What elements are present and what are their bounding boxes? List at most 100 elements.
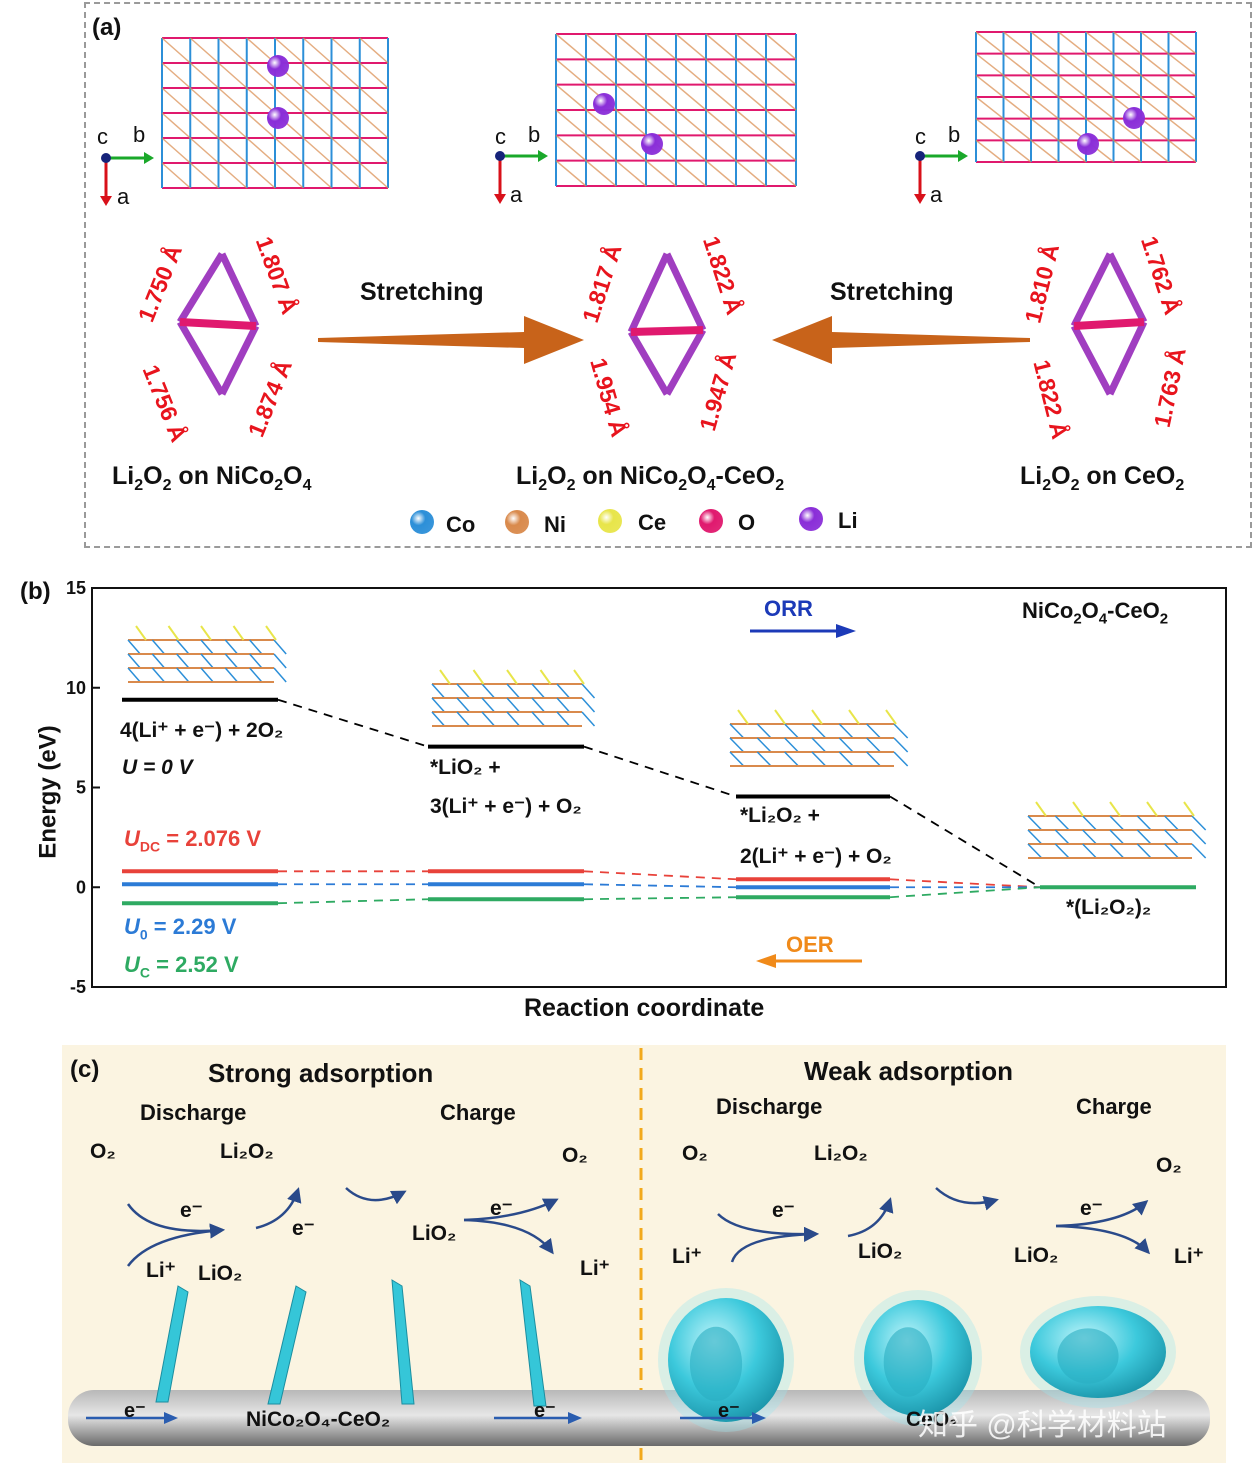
caption-ceo2: Li2O2 on CeO2 — [1020, 462, 1185, 494]
atom-li — [1095, 735, 1109, 749]
reaction-curve-8 — [730, 1226, 819, 1263]
panel-b-label: (b) — [20, 578, 51, 605]
li-o-bond — [663, 252, 707, 332]
atom-o — [411, 1175, 433, 1197]
li-o-bond — [1070, 324, 1114, 396]
li-o-bond — [1106, 320, 1148, 396]
bond — [555, 58, 587, 86]
legend-li: Li — [838, 508, 858, 533]
bond — [866, 737, 881, 753]
bond — [1085, 74, 1114, 98]
lio2-label-2: LiO₂ — [198, 1262, 243, 1285]
bond — [756, 723, 772, 739]
reaction-curve-7 — [717, 1213, 819, 1242]
molecule — [553, 1255, 571, 1273]
bond — [224, 653, 239, 669]
bond — [1183, 801, 1195, 817]
atom-ce — [1028, 792, 1044, 808]
bond — [531, 697, 546, 713]
y-tick-label: 0 — [76, 877, 86, 897]
bond — [127, 667, 141, 683]
bond — [675, 58, 707, 86]
atom-li — [1151, 1249, 1169, 1267]
atom-o — [488, 656, 496, 664]
bond — [1168, 53, 1197, 76]
bond — [481, 683, 496, 699]
li-plus-label-3: Li⁺ — [672, 1245, 702, 1268]
reaction-curve-3 — [255, 1187, 302, 1230]
li2o2-label-1: Li₂O₂ — [220, 1140, 274, 1163]
bond — [765, 134, 797, 162]
atom-li — [1033, 1211, 1051, 1229]
atom-o — [1143, 1175, 1165, 1197]
bond — [1085, 53, 1114, 76]
atom-o — [1088, 730, 1096, 738]
atom-o — [1192, 786, 1200, 794]
bond — [359, 87, 389, 114]
energy-connector-0-1 — [583, 745, 737, 798]
atom-ce — [1139, 792, 1155, 808]
bond — [481, 711, 496, 727]
atom-li — [1110, 724, 1122, 736]
rod-electron-arrowhead-0 — [164, 1412, 178, 1424]
bond — [506, 697, 521, 713]
bond — [224, 639, 239, 655]
discharge-label-right: Discharge — [716, 1094, 823, 1119]
energy-connector-3-0 — [277, 898, 429, 905]
bond — [302, 137, 332, 164]
bond — [161, 37, 191, 64]
bond — [705, 109, 737, 136]
atom-o — [144, 610, 152, 618]
watermark: 知乎 @科学材料站 — [918, 1409, 1167, 1442]
bond — [838, 751, 854, 767]
bond — [756, 751, 772, 767]
o2-label-2: O₂ — [562, 1144, 588, 1167]
energy-connector-2-1 — [583, 883, 737, 889]
bond — [585, 109, 617, 136]
bond — [615, 134, 647, 162]
bond — [1136, 815, 1152, 831]
bond — [735, 109, 767, 136]
bond — [189, 62, 219, 89]
bond — [531, 711, 546, 727]
bond — [249, 667, 263, 683]
atom-o — [746, 694, 754, 702]
molecule — [817, 1207, 849, 1259]
reaction-curve-1 — [126, 1203, 225, 1239]
bond — [151, 639, 166, 655]
bond — [1085, 96, 1114, 120]
atom-o — [783, 694, 791, 702]
slab-structure — [431, 656, 596, 727]
electron-label-rod-2: e⁻ — [534, 1400, 556, 1422]
stretching-label-left: Stretching — [360, 278, 484, 306]
bond — [581, 683, 596, 699]
bond — [585, 134, 617, 162]
bond — [1140, 74, 1169, 98]
atom-ce — [142, 604, 158, 620]
bond — [331, 162, 361, 189]
slab-structure — [127, 604, 287, 683]
li-o-bond — [177, 252, 225, 324]
bond — [331, 112, 361, 139]
reaction-curve-10 — [935, 1187, 999, 1211]
bond — [581, 711, 596, 727]
bond — [735, 134, 767, 162]
atom-ce — [432, 660, 448, 676]
bond — [975, 118, 1004, 141]
bond — [1113, 118, 1142, 141]
bond — [1030, 31, 1059, 55]
bond — [176, 639, 190, 655]
electron-label-rod-1: e⁻ — [124, 1400, 146, 1422]
bond — [200, 667, 214, 683]
bond — [1058, 53, 1087, 76]
bond — [615, 58, 647, 86]
stretching-arrow-left — [318, 316, 584, 364]
bond — [1030, 53, 1059, 76]
bond — [1140, 31, 1169, 55]
bond — [273, 653, 287, 669]
bond — [811, 737, 827, 753]
bond — [302, 162, 332, 189]
atom-o — [425, 1185, 447, 1207]
bond — [167, 625, 180, 641]
li-o-bond — [627, 330, 671, 396]
